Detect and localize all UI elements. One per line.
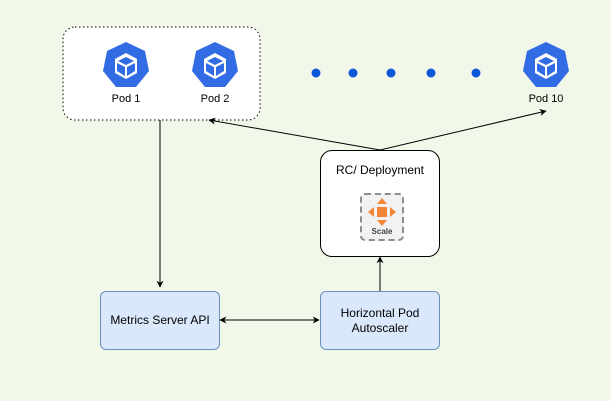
pod-1-label: Pod 1	[111, 93, 141, 105]
horizontal-pod-autoscaler-node: Horizontal Pod Autoscaler	[320, 291, 440, 350]
rc-deployment-node: RC/ Deployment Scale	[320, 150, 440, 257]
scale-icon: Scale	[360, 193, 404, 241]
arrow-deployment-to-pod-10	[379, 109, 547, 151]
scale-arrows-icon	[368, 198, 396, 226]
ellipsis-dots	[311, 68, 481, 78]
horizontal-pod-autoscaler-label: Horizontal Pod Autoscaler	[340, 305, 420, 335]
pod-10-icon	[523, 42, 569, 87]
pod-1-icon	[103, 42, 149, 87]
pod-2-label: Pod 2	[200, 93, 230, 105]
rc-deployment-title: RC/ Deployment	[335, 163, 425, 177]
pod-2-icon	[192, 42, 238, 87]
scale-label: Scale	[371, 227, 393, 236]
pod-10-label: Pod 10	[528, 93, 564, 105]
arrow-deployment-to-pod-2	[208, 117, 381, 151]
metrics-server-api-node: Metrics Server API	[100, 291, 220, 350]
metrics-server-api-label: Metrics Server API	[110, 313, 210, 327]
